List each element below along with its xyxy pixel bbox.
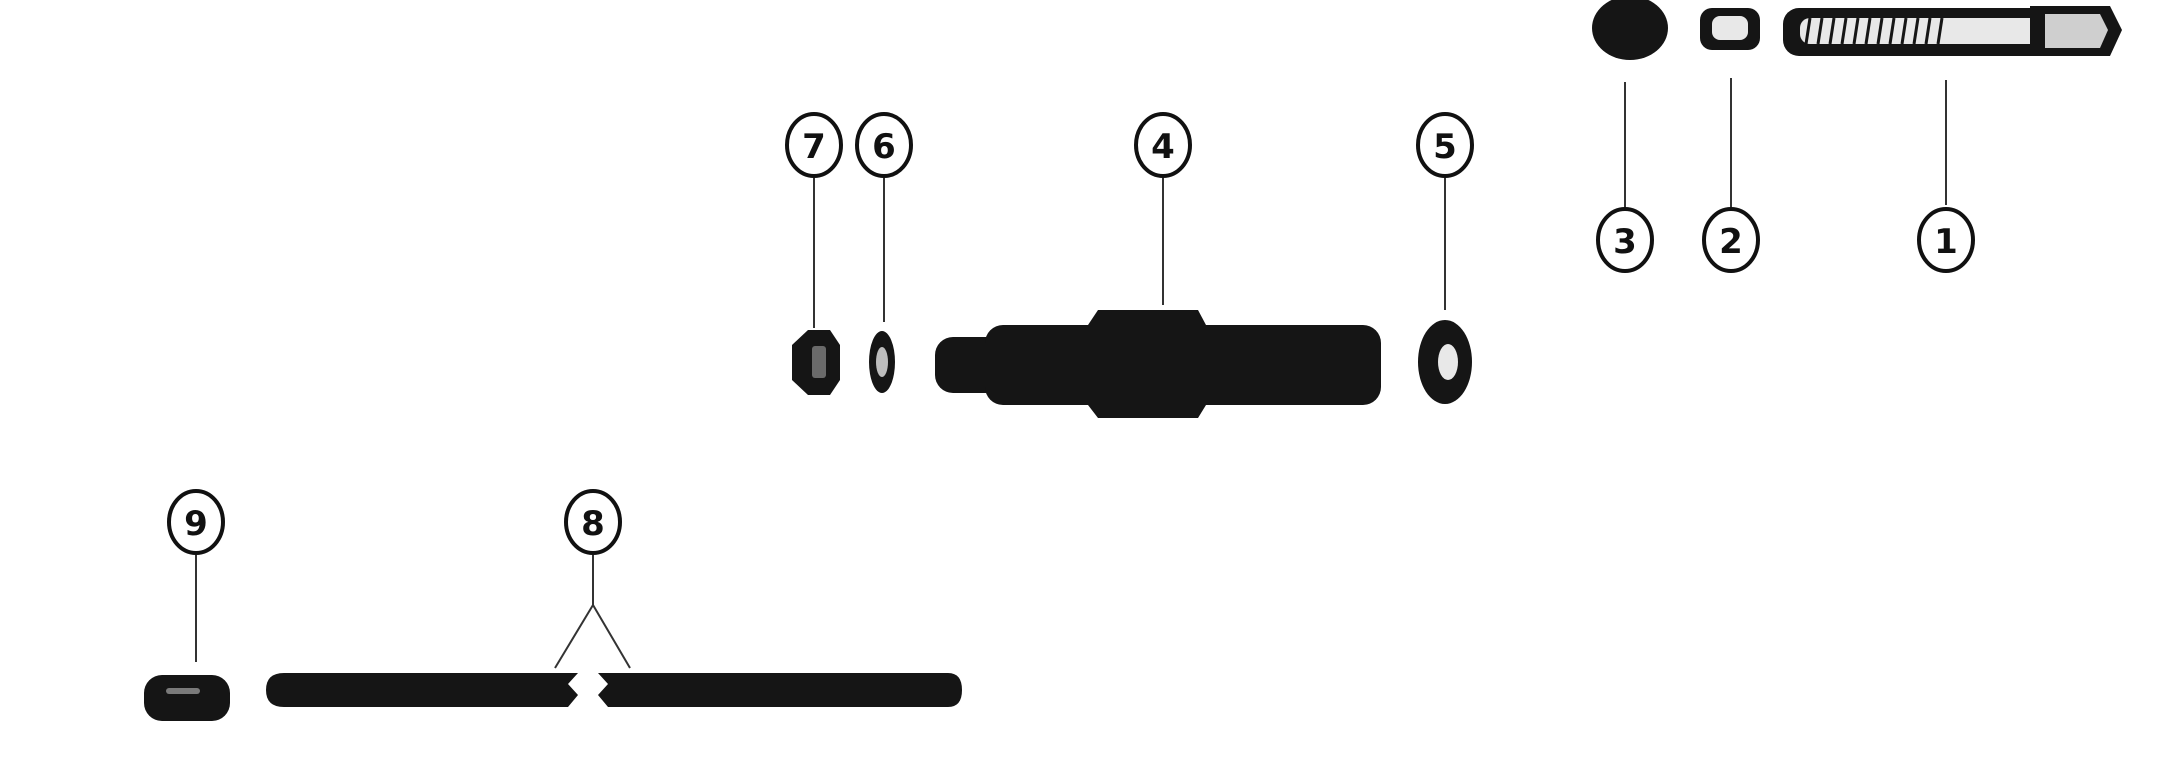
callout-4: 4 [1134, 112, 1192, 178]
svg-text:8: 8 [581, 504, 605, 544]
svg-text:2: 2 [1719, 222, 1743, 262]
callout-6: 6 [855, 112, 913, 178]
part-8-rod [266, 673, 962, 707]
part-1-bolt [1783, 6, 2122, 56]
part-2-sleeve [1700, 8, 1760, 50]
part-3-cap [1592, 0, 1668, 60]
part-6-lock-washer [869, 331, 895, 393]
part-7-nut [792, 330, 840, 395]
svg-text:3: 3 [1613, 222, 1637, 262]
callout-8: 8 [564, 489, 622, 555]
callout-1: 1 [1917, 207, 1975, 273]
part-5-washer [1418, 320, 1472, 404]
svg-text:9: 9 [184, 504, 208, 544]
leader-lines [195, 78, 1947, 669]
part-4-center-pin [935, 310, 1381, 418]
callout-3: 3 [1596, 207, 1654, 273]
callout-9: 9 [167, 489, 225, 555]
svg-text:7: 7 [802, 127, 826, 167]
callout-2: 2 [1702, 207, 1760, 273]
svg-text:6: 6 [872, 127, 896, 167]
svg-text:5: 5 [1433, 127, 1457, 167]
svg-text:4: 4 [1151, 127, 1175, 167]
part-9-pin [144, 675, 230, 721]
callout-7: 7 [785, 112, 843, 178]
svg-text:1: 1 [1934, 222, 1958, 262]
callout-5: 5 [1416, 112, 1474, 178]
